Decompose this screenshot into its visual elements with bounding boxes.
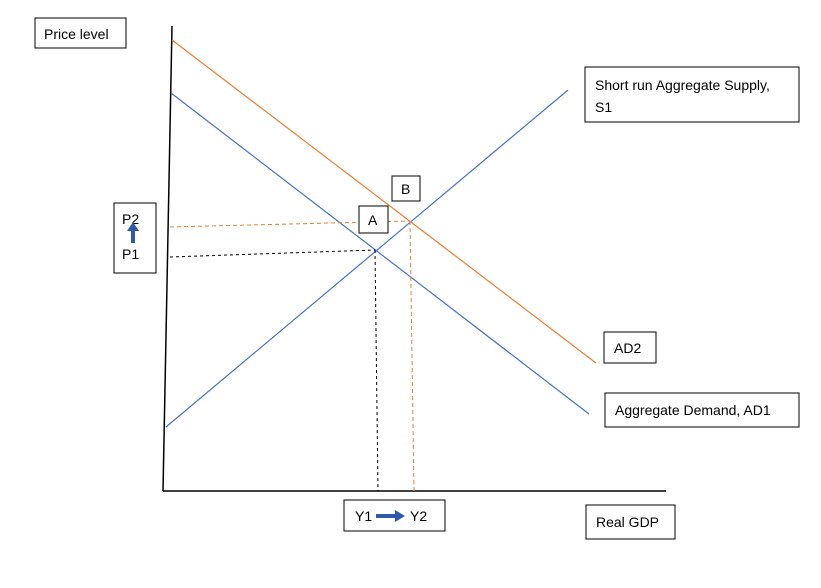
- x-axis-label: Real GDP: [596, 514, 659, 530]
- y2-label: Y2: [410, 508, 427, 524]
- y1-label: Y1: [355, 508, 372, 524]
- ad1-curve: [170, 92, 590, 415]
- point-b-label: B: [401, 181, 410, 197]
- y-axis-label: Price level: [44, 26, 109, 42]
- ad2-label: AD2: [614, 340, 641, 356]
- supply-curve: [165, 89, 569, 428]
- y2-guide-line: [409, 220, 415, 492]
- ad2-label-box: AD2: [603, 331, 657, 364]
- y-axis-label-box: Price level: [34, 17, 127, 49]
- p1-guide-line: [169, 249, 376, 258]
- point-a-label-box: A: [358, 205, 389, 234]
- p2-label: P2: [122, 211, 139, 227]
- x-axis-label-box: Real GDP: [585, 504, 676, 540]
- ad1-label-box: Aggregate Demand, AD1: [604, 392, 800, 428]
- output-change-label-box: Y1 Y2: [343, 499, 446, 532]
- ad2-curve: [171, 39, 597, 364]
- y1-guide-line: [374, 249, 379, 492]
- ad1-label: Aggregate Demand, AD1: [615, 402, 771, 418]
- price-change-label-box: P2 P1: [113, 202, 157, 274]
- point-a-label: A: [368, 212, 378, 228]
- supply-label-box: Short run Aggregate Supply, S1: [584, 66, 800, 123]
- point-b-label-box: B: [391, 175, 421, 202]
- y-axis-line: [162, 25, 173, 492]
- supply-label-line2: S1: [595, 99, 612, 115]
- supply-label-line1: Short run Aggregate Supply,: [595, 77, 770, 93]
- p2-guide-line: [169, 220, 411, 228]
- up-arrow-icon: [127, 222, 139, 243]
- right-arrow-icon: [376, 510, 405, 522]
- p1-label: P1: [122, 246, 139, 262]
